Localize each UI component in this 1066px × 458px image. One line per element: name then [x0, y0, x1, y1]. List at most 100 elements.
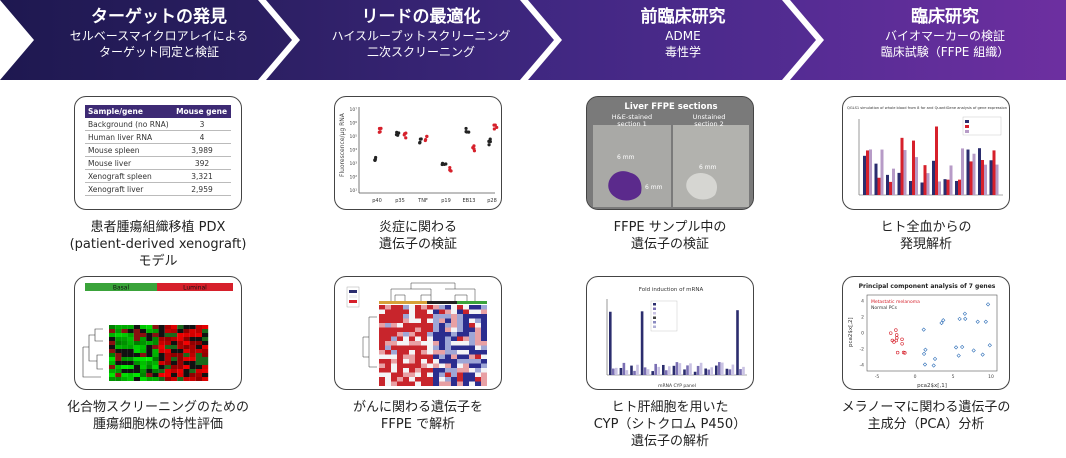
- data-point-red: [404, 136, 408, 140]
- table-cell: 3,321: [173, 169, 231, 183]
- heatmap-cell: [127, 333, 134, 337]
- heatmap-cell: [385, 368, 391, 373]
- heatmap-cell: [415, 350, 421, 355]
- heatmap-cell: [463, 336, 469, 341]
- y-tick-label: 10⁷: [349, 107, 357, 113]
- heatmap-cell: [152, 365, 159, 369]
- heatmap-cell: [171, 361, 178, 365]
- heatmap-cell: [121, 373, 128, 377]
- heatmap-cell: [115, 337, 122, 341]
- heatmap-cell: [415, 332, 421, 337]
- bar: [863, 155, 866, 195]
- caption-line: 患者腫瘍組織移植 PDX: [90, 220, 226, 235]
- heatmap-cell: [463, 318, 469, 323]
- data-point-normal: [921, 327, 926, 332]
- heatmap-cell: [433, 381, 439, 386]
- heatmap-cell: [415, 372, 421, 377]
- heatmap-cell: [391, 368, 397, 373]
- bar: [943, 179, 947, 195]
- heatmap-cell: [415, 305, 421, 310]
- heatmap-cell: [379, 323, 385, 328]
- heatmap-cell: [152, 341, 159, 345]
- heatmap-cell: [379, 336, 385, 341]
- heatmap-cell: [403, 345, 409, 350]
- heatmap-cell: [133, 329, 140, 333]
- pca-xlabel: pca2$x[,1]: [917, 383, 947, 389]
- bar: [912, 140, 915, 195]
- data-point-black: [418, 137, 423, 141]
- caption-line: 腫瘍細胞株の特性評価: [92, 417, 223, 432]
- heatmap-cell: [171, 341, 178, 345]
- heatmap-cell: [451, 368, 457, 373]
- heatmap-cell: [202, 325, 209, 329]
- basal-bar: [85, 283, 157, 291]
- heatmap-cell: [439, 377, 445, 382]
- heatmap-cell: [439, 314, 445, 319]
- stained-tissue: [608, 171, 642, 201]
- heatmap-cell: [451, 345, 457, 350]
- bar: [958, 179, 961, 195]
- heatmap-cell: [457, 368, 463, 373]
- caption-line: メラノーマに関わる遺伝子の: [841, 400, 1011, 415]
- stage-1: ターゲットの発見 セルベースマイクロアレイによる ターゲット同定と検証: [54, 6, 264, 60]
- legend-swatch: [965, 125, 969, 128]
- heatmap-cell: [475, 341, 481, 346]
- heatmap-cell: [115, 353, 122, 357]
- heatmap-cell: [481, 341, 487, 346]
- heatmap-cell: [475, 323, 481, 328]
- heatmap-cell: [433, 345, 439, 350]
- heatmap-cell: [109, 345, 116, 349]
- heatmap-cell: [140, 357, 147, 361]
- bar: [640, 311, 644, 375]
- heatmap-cell: [469, 314, 475, 319]
- heatmap-cell: [445, 336, 451, 341]
- heatmap-cell: [189, 365, 196, 369]
- heatmap-cell: [158, 329, 165, 333]
- heatmap-cell: [397, 323, 403, 328]
- heatmap-cell: [397, 309, 403, 314]
- heatmap-cell: [421, 372, 427, 377]
- bar: [657, 366, 660, 375]
- y-tick-label: 10⁶: [349, 121, 357, 127]
- heatmap-cell: [427, 350, 433, 355]
- heatmap-cell: [463, 359, 469, 364]
- heatmap-cell: [189, 337, 196, 341]
- heatmap-cell: [433, 363, 439, 368]
- table-cell: 3,989: [173, 143, 231, 157]
- heatmap-cell: [164, 349, 171, 353]
- heatmap-cell: [158, 349, 165, 353]
- ffpe-sections-card: Liver FFPE sections H&E-stained section …: [586, 96, 754, 210]
- heatmap-cell: [127, 345, 134, 349]
- heatmap-cell: [415, 309, 421, 314]
- heatmap-cell: [409, 350, 415, 355]
- heatmap-cell: [109, 333, 116, 337]
- data-point-red: [495, 125, 499, 130]
- heatmap-cell: [146, 353, 153, 357]
- heatmap-cell: [397, 354, 403, 359]
- heatmap-cell: [164, 345, 171, 349]
- heatmap-cell: [409, 359, 415, 364]
- bar: [900, 137, 904, 195]
- bar: [915, 157, 918, 195]
- heatmap-cell: [421, 318, 427, 323]
- data-point-red: [448, 165, 452, 170]
- heatmap-cell: [421, 350, 427, 355]
- heatmap-cell: [397, 368, 403, 373]
- heatmap-cell: [415, 363, 421, 368]
- heatmap-cell: [439, 350, 445, 355]
- heatmap-cell: [391, 372, 397, 377]
- legend-swatch: [965, 130, 969, 133]
- heatmap-cell: [409, 341, 415, 346]
- heatmap-cell: [391, 323, 397, 328]
- bar: [978, 148, 981, 195]
- heatmap-cell: [439, 372, 445, 377]
- data-point-black: [464, 129, 468, 134]
- heatmap-cell: [481, 323, 487, 328]
- heatmap-cell: [171, 369, 178, 373]
- heatmap-cell: [391, 314, 397, 319]
- heatmap-cell: [195, 337, 202, 341]
- bar: [923, 165, 927, 195]
- caption-tumor-cells: 化合物スクリーニングのための 腫瘍細胞株の特性評価: [43, 399, 273, 433]
- x-tick-label: p19: [441, 198, 451, 204]
